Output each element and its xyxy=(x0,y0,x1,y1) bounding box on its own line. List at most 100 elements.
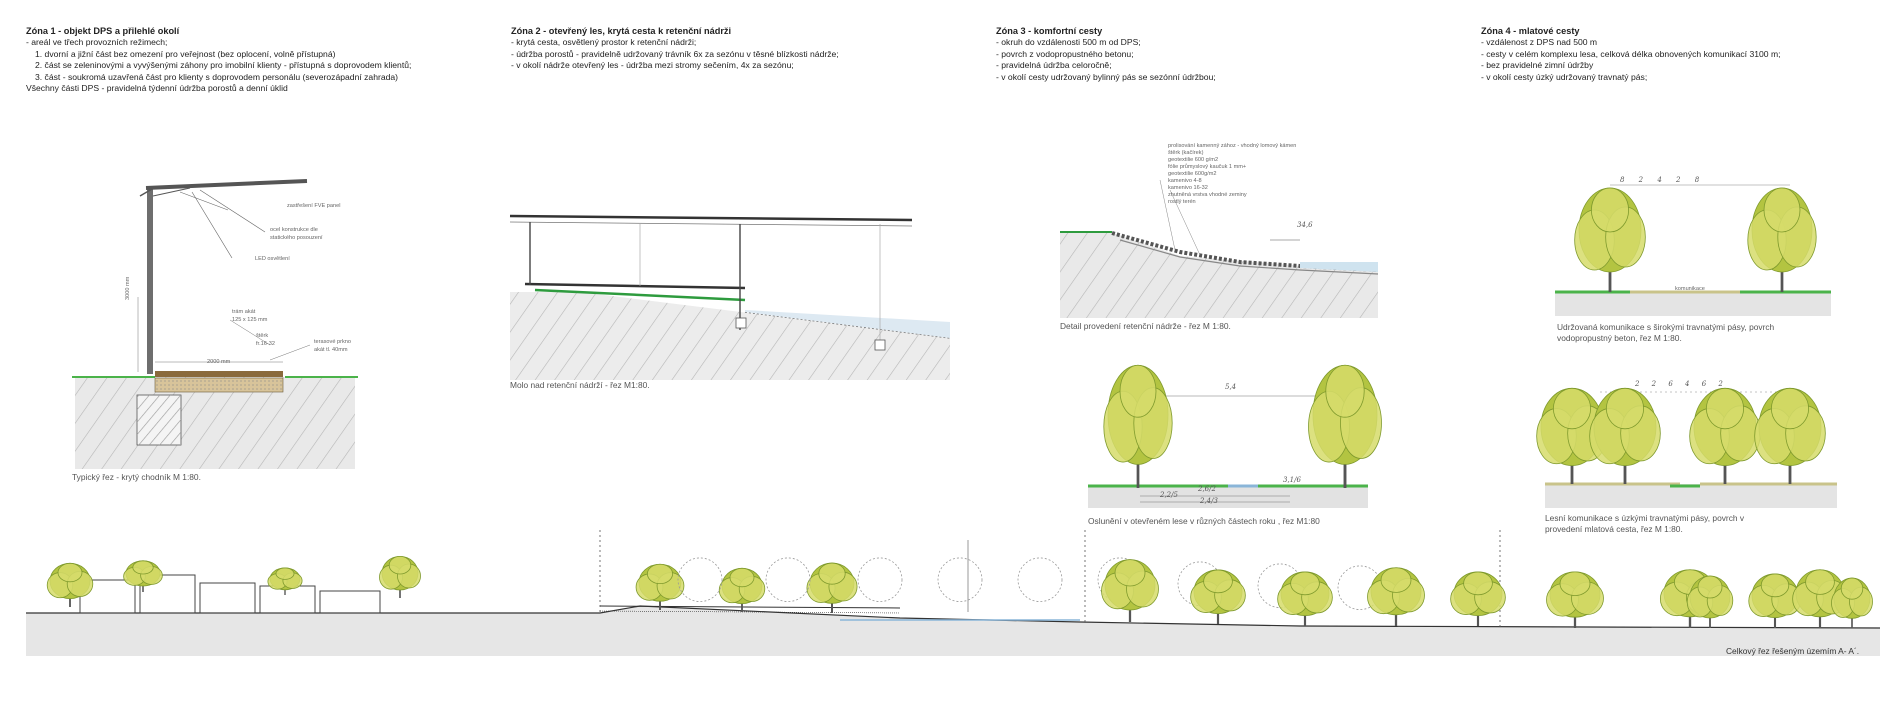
zone-4-text: Zóna 4 - mlatové cesty - vzdálenost z DP… xyxy=(1481,26,1781,83)
zone-4-title: Zóna 4 - mlatové cesty xyxy=(1481,26,1580,36)
annotation-layer: fólie průmyslový kaučuk 1 mm+ xyxy=(1168,164,1247,170)
caption-overall-section: Celkový řez řešeným územím A- A´. xyxy=(1726,646,1860,656)
zone-2-text: Zóna 2 - otevřený les, krytá cesta k ret… xyxy=(511,26,839,72)
zone-4-line: - v okolí cesty úzký udržovaný travnatý … xyxy=(1481,71,1648,82)
annotation-layer: geotextilie 600 g/m2 xyxy=(1168,157,1219,163)
tree xyxy=(1689,387,1761,484)
annotation-beam-2: 125 x 125 mm xyxy=(232,317,268,323)
annotation-beam: trám akát xyxy=(232,309,256,315)
zone-3-line: - pravidelná údržba celoročně; xyxy=(996,60,1112,71)
tree xyxy=(806,562,858,613)
tree xyxy=(1450,571,1506,626)
zone-1-text: Zóna 1 - objekt DPS a přilehlé okolí - a… xyxy=(26,26,411,94)
caption-section-1: Typický řez - krytý chodník M 1:80. xyxy=(72,472,201,482)
tree xyxy=(718,567,766,612)
tree xyxy=(1831,577,1873,628)
dimension-top-4: 5,4 xyxy=(1225,383,1237,391)
tree xyxy=(1101,559,1159,622)
zone-3-line: - okruh do vzdálenosti 500 m od DPS; xyxy=(996,37,1141,48)
annotation-layer: rostlý terén xyxy=(1168,199,1196,205)
tree xyxy=(1103,364,1173,488)
dimension-a: 2,2/5 xyxy=(1160,491,1178,499)
dimension-b: 2,6/2 xyxy=(1198,485,1216,493)
tree-outline xyxy=(937,557,983,602)
section-3-drawing xyxy=(1060,179,1379,318)
path-label-5: komunikace xyxy=(1675,286,1705,292)
annotation-layer: štěrk (kačírek) xyxy=(1168,150,1204,156)
caption-section-6-b: provedení mlatová cesta, řez M 1:80. xyxy=(1545,524,1683,534)
section-6-drawing xyxy=(1545,391,1837,508)
dimension-d: 3,1/6 xyxy=(1283,476,1301,484)
tree xyxy=(1589,387,1661,484)
tree xyxy=(1574,187,1646,292)
annotation-steel: ocel konstrukce dle xyxy=(270,227,318,233)
zone-1-line: 1. dvorní a jižní část bez omezení pro v… xyxy=(35,48,336,59)
zone-2-line: - údržba porostů - pravidelně udržovaný … xyxy=(511,48,839,59)
tree xyxy=(1747,187,1817,292)
caption-section-3: Detail provedení retenční nádrže - řez M… xyxy=(1060,321,1231,331)
tree xyxy=(1754,387,1826,484)
tree-outline xyxy=(765,557,811,602)
tree xyxy=(1308,364,1382,488)
zone-1-line: Všechny části DPS - pravidelná týdenní ú… xyxy=(26,83,288,94)
zone-1-line: - areál ve třech provozních režimech; xyxy=(26,37,168,48)
tree-outline xyxy=(677,557,723,602)
tree xyxy=(1367,567,1425,626)
tree xyxy=(46,562,94,607)
zone-2-line: - v okolí nádrže otevřený les - údržba m… xyxy=(511,60,794,71)
annotation-layer: kamenivo 16-32 xyxy=(1168,185,1208,191)
section-1-drawing xyxy=(72,179,358,469)
caption-section-2: Molo nad retenční nádrží - řez M1:80. xyxy=(510,380,650,390)
section-4-drawing xyxy=(1088,395,1368,508)
caption-section-5: Udržovaná komunikace s širokými travnatý… xyxy=(1557,322,1775,332)
section-2-drawing xyxy=(509,214,951,380)
zone-4-line: - vzdálenost z DPS nad 500 m xyxy=(1481,37,1598,48)
zone-1-line: 2. část se zeleninovými a vyvýšenými záh… xyxy=(35,60,412,71)
zone-1-line: 3. část - soukromá uzavřená část pro kli… xyxy=(35,71,399,82)
caption-section-6: Lesní komunikace s úzkými travnatými pás… xyxy=(1545,513,1745,523)
tree xyxy=(379,556,421,598)
zone-2-title: Zóna 2 - otevřený les, krytá cesta k ret… xyxy=(511,26,732,36)
zone-3-line: - povrch z vodopropustného betonu; xyxy=(996,48,1134,59)
zone-3-title: Zóna 3 - komfortní cesty xyxy=(996,26,1103,36)
annotation-deck: terasové prkno xyxy=(314,339,352,345)
water-level-label: 34,6 xyxy=(1297,221,1313,229)
overall-section-drawing xyxy=(26,530,1881,656)
tree xyxy=(1277,571,1333,626)
tree-outline xyxy=(1017,557,1063,602)
annotation-layer: kamenivo 4-8 xyxy=(1168,178,1202,184)
caption-section-5-b: vodopropustný beton, řez M 1:80. xyxy=(1557,333,1682,343)
annotation-gravel: štěrk xyxy=(256,333,269,339)
zone-4-line: - cesty v celém komplexu lesa, celková d… xyxy=(1481,48,1781,59)
annotation-height: 3000 mm xyxy=(125,276,131,300)
tree xyxy=(1686,575,1734,628)
annotation-width: 2000 mm xyxy=(207,359,231,365)
tree xyxy=(123,560,163,592)
tree xyxy=(1546,571,1604,628)
annotation-led: LED osvětlení xyxy=(255,256,290,262)
tree xyxy=(267,567,303,595)
annotation-steel-2: statického posouzení xyxy=(270,235,323,241)
annotation-layer: geotextilie 600g/m2 xyxy=(1168,171,1217,177)
zone-4-line: - bez pravidelné zimní údržby xyxy=(1481,60,1594,71)
tree xyxy=(635,563,685,610)
zone-2-line: - krytá cesta, osvětlený prostor k reten… xyxy=(511,37,697,48)
annotation-list-3: prolisování kamenný zához - vhodný lomov… xyxy=(1168,143,1296,206)
annotation-layer: prolisování kamenný zához - vhodný lomov… xyxy=(1168,143,1297,149)
annotation-gravel-2: fr.16-32 xyxy=(256,341,275,347)
section-5-drawing xyxy=(1555,184,1831,316)
zone-3-line: - v okolí cesty udržovaný bylinný pás se… xyxy=(996,71,1216,82)
dimensions-6: 2 2 6 4 6 2 xyxy=(1635,380,1728,388)
annotation-deck-2: akát tl. 40mm xyxy=(314,347,348,353)
tree xyxy=(1190,569,1246,624)
zone-1-title: Zóna 1 - objekt DPS a přilehlé okolí xyxy=(26,26,180,36)
zone-3-text: Zóna 3 - komfortní cesty - okruh do vzdá… xyxy=(996,26,1216,83)
caption-section-4: Oslunění v otevřeném lese v různých část… xyxy=(1088,516,1320,526)
tree-outline xyxy=(857,557,903,602)
dimension-c: 2,4/3 xyxy=(1200,497,1218,505)
annotation-layer: zhutněná vrstva vhodné zeminy xyxy=(1168,192,1247,198)
dimensions-5: 8 2 4 2 8 xyxy=(1620,176,1706,184)
annotation-pve-panel: zastřešení FVE panel xyxy=(287,203,341,209)
